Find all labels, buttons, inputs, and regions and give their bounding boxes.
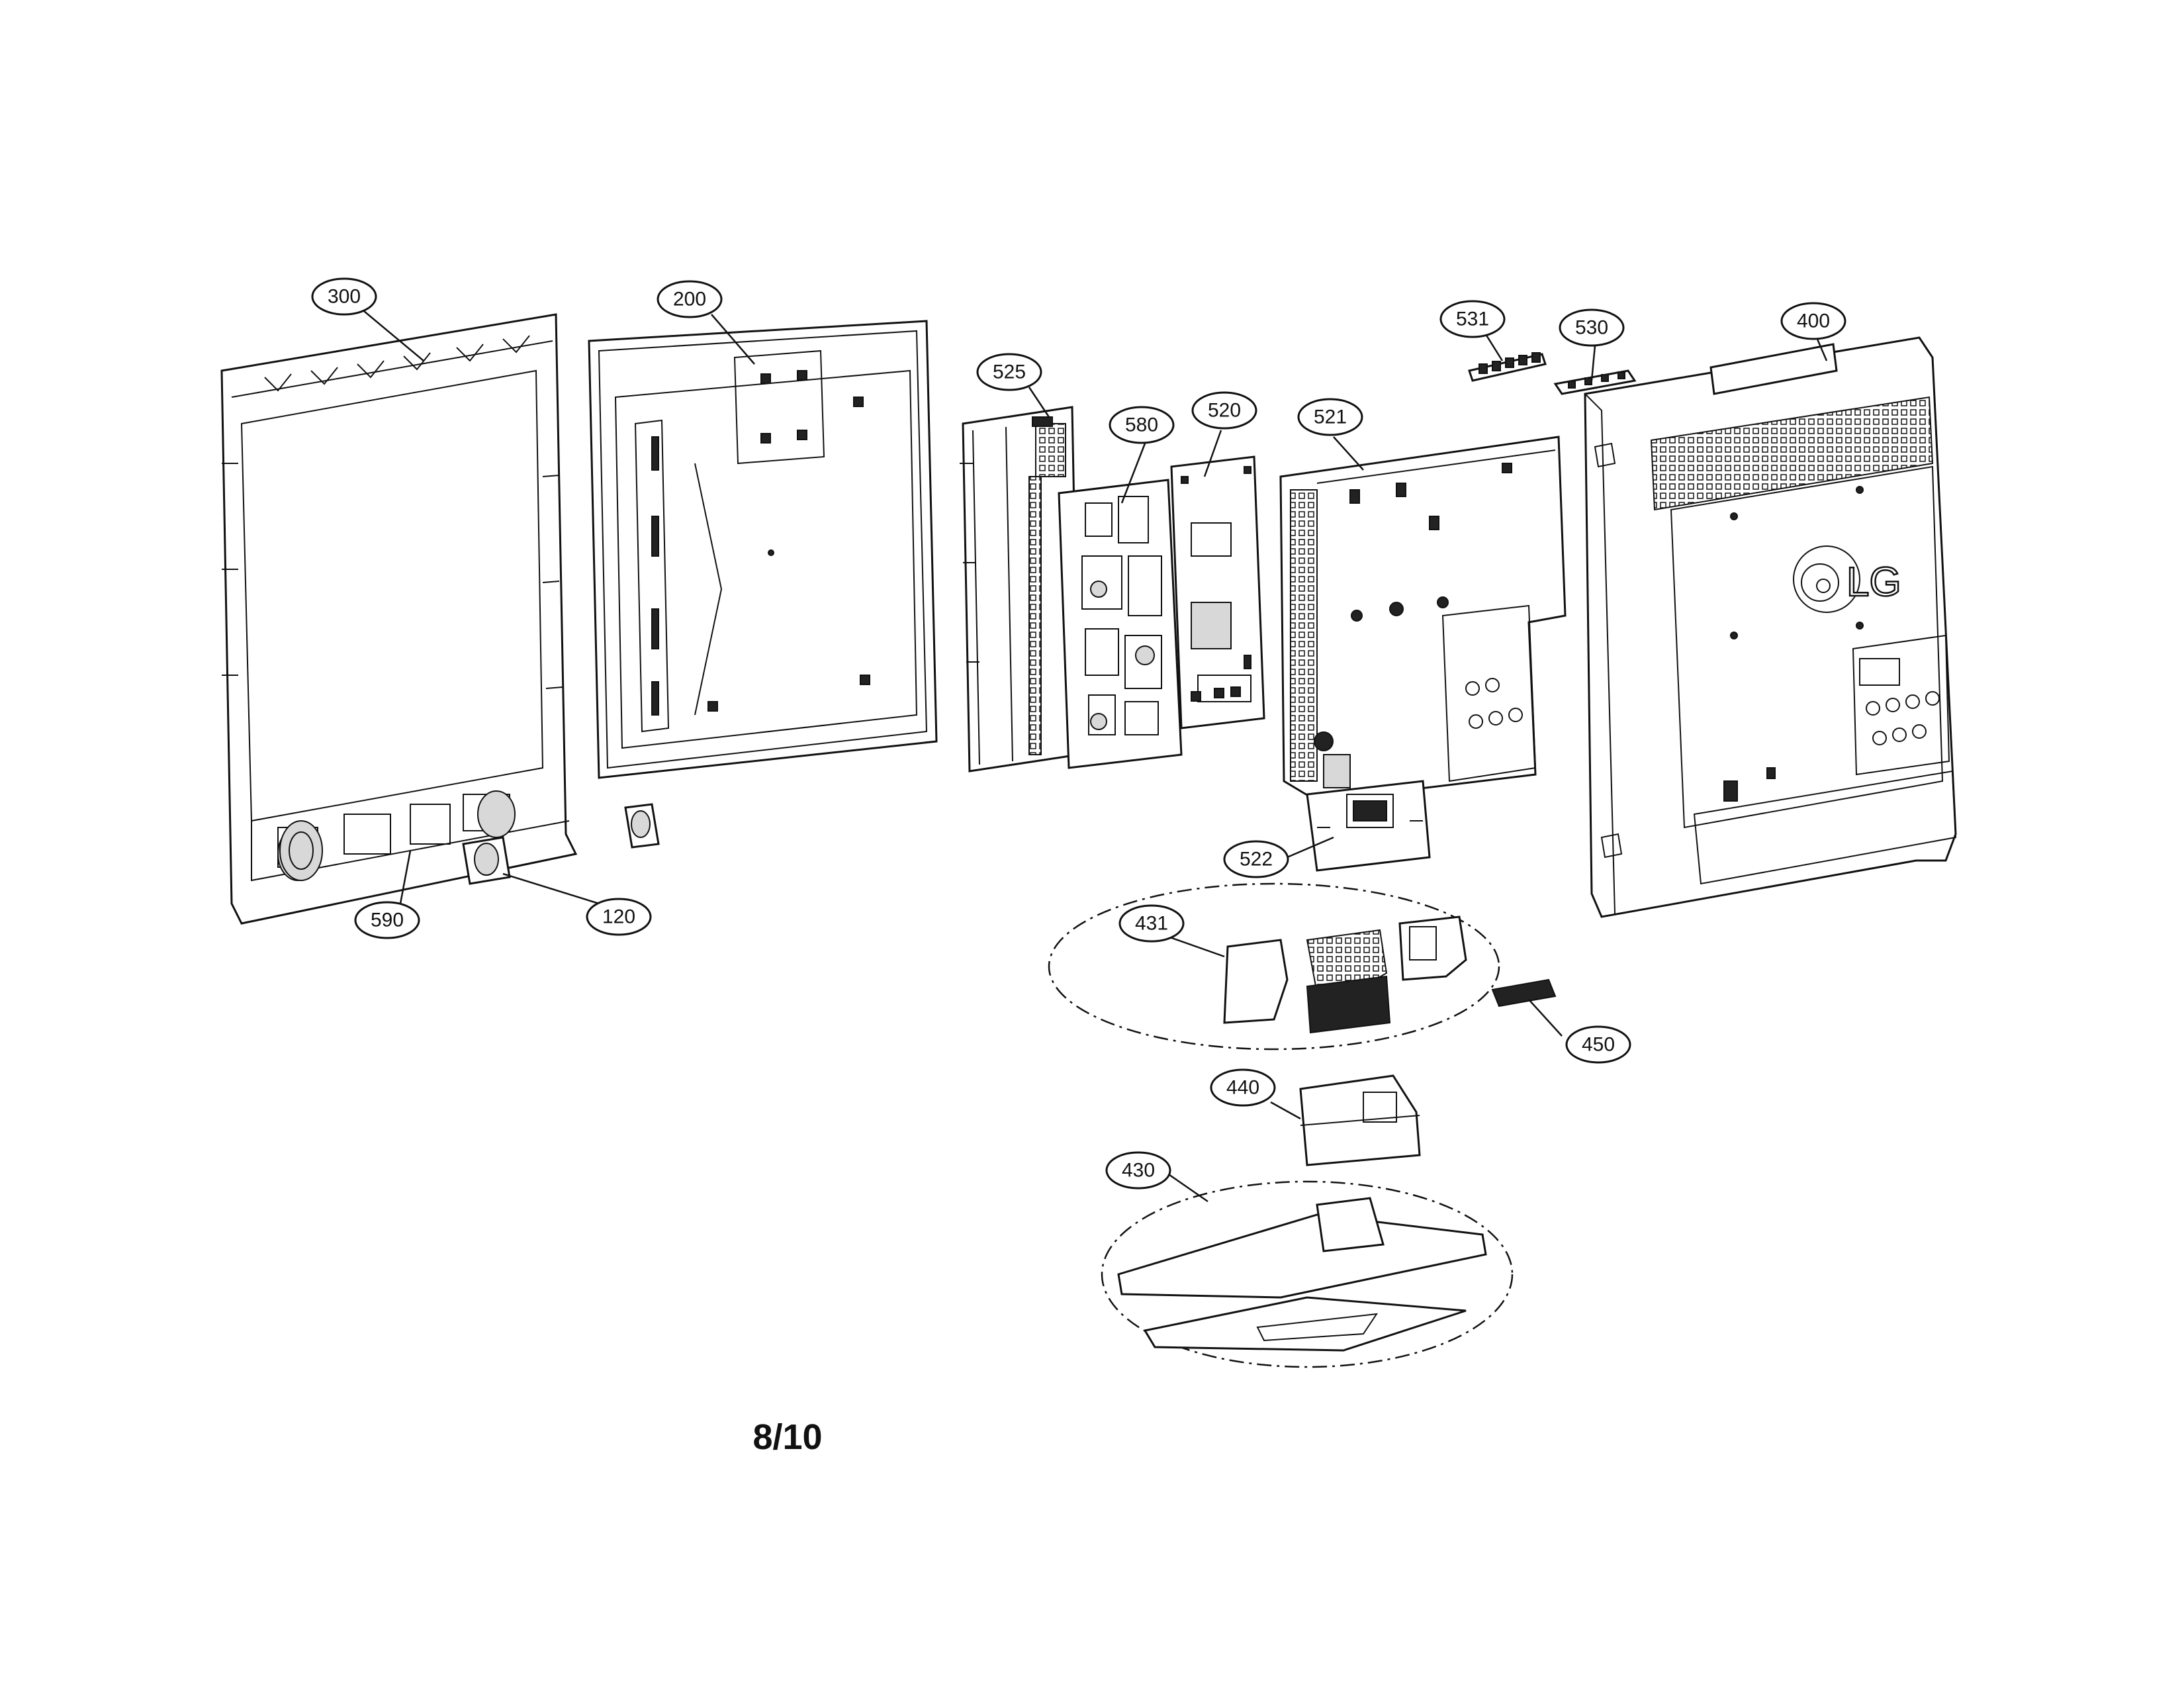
ir-board-part-530 (1553, 369, 1637, 395)
callout-580: 580 (1109, 406, 1175, 444)
stand-hinge-part-431 (1048, 882, 1500, 1051)
stand-base-part-430 (1101, 1180, 1514, 1368)
brand-logo-text: LG (1846, 559, 1901, 605)
button-board-part-531 (1468, 352, 1547, 382)
callout-label-530: 530 (1575, 317, 1608, 339)
callout-531: 531 (1439, 300, 1506, 338)
callout-label-590: 590 (371, 910, 404, 931)
callout-label-430: 430 (1122, 1160, 1155, 1182)
main-board-part-520 (1170, 455, 1265, 729)
callout-521: 521 (1297, 398, 1363, 436)
shield-part-525 (960, 406, 1080, 773)
cover-part-450 (1491, 978, 1557, 1008)
callout-label-120: 120 (602, 906, 635, 928)
callout-label-522: 522 (1240, 849, 1273, 870)
ir-switch-part-120 (462, 803, 660, 885)
main-chassis-part-521 (1279, 436, 1567, 802)
callout-525: 525 (976, 353, 1042, 391)
lcd-panel-part-200 (588, 320, 938, 779)
callout-431: 431 (1118, 904, 1185, 943)
callout-label-531: 531 (1456, 308, 1489, 330)
callout-label-400: 400 (1797, 310, 1830, 332)
stand-neck-part-440 (1299, 1074, 1421, 1166)
callout-label-440: 440 (1226, 1077, 1259, 1099)
callout-200: 200 (657, 280, 723, 318)
callout-label-450: 450 (1582, 1034, 1615, 1056)
callout-450: 450 (1565, 1025, 1631, 1064)
callout-label-520: 520 (1208, 400, 1241, 422)
callout-590: 590 (354, 901, 420, 939)
callout-522: 522 (1223, 840, 1289, 878)
callout-300: 300 (311, 277, 377, 316)
callout-520: 520 (1191, 391, 1257, 430)
speaker-part-590 (279, 820, 323, 881)
callout-label-521: 521 (1314, 406, 1347, 428)
leader-lines (363, 310, 1828, 1203)
callout-120: 120 (586, 898, 652, 936)
callout-400: 400 (1780, 302, 1846, 340)
back-cover-part-400: LG (1584, 336, 1957, 918)
front-bezel-part-300 (220, 313, 578, 925)
callout-label-431: 431 (1135, 913, 1168, 935)
bracket-part-522 (1306, 780, 1431, 872)
callout-label-300: 300 (328, 286, 361, 308)
page-number: 8/10 (752, 1417, 823, 1457)
callout-label-525: 525 (993, 361, 1026, 383)
callout-label-200: 200 (673, 289, 706, 310)
callout-440: 440 (1210, 1068, 1276, 1107)
callout-530: 530 (1559, 308, 1625, 347)
power-board-part-580 (1058, 479, 1183, 769)
callout-430: 430 (1105, 1151, 1171, 1190)
callout-label-580: 580 (1125, 414, 1158, 436)
